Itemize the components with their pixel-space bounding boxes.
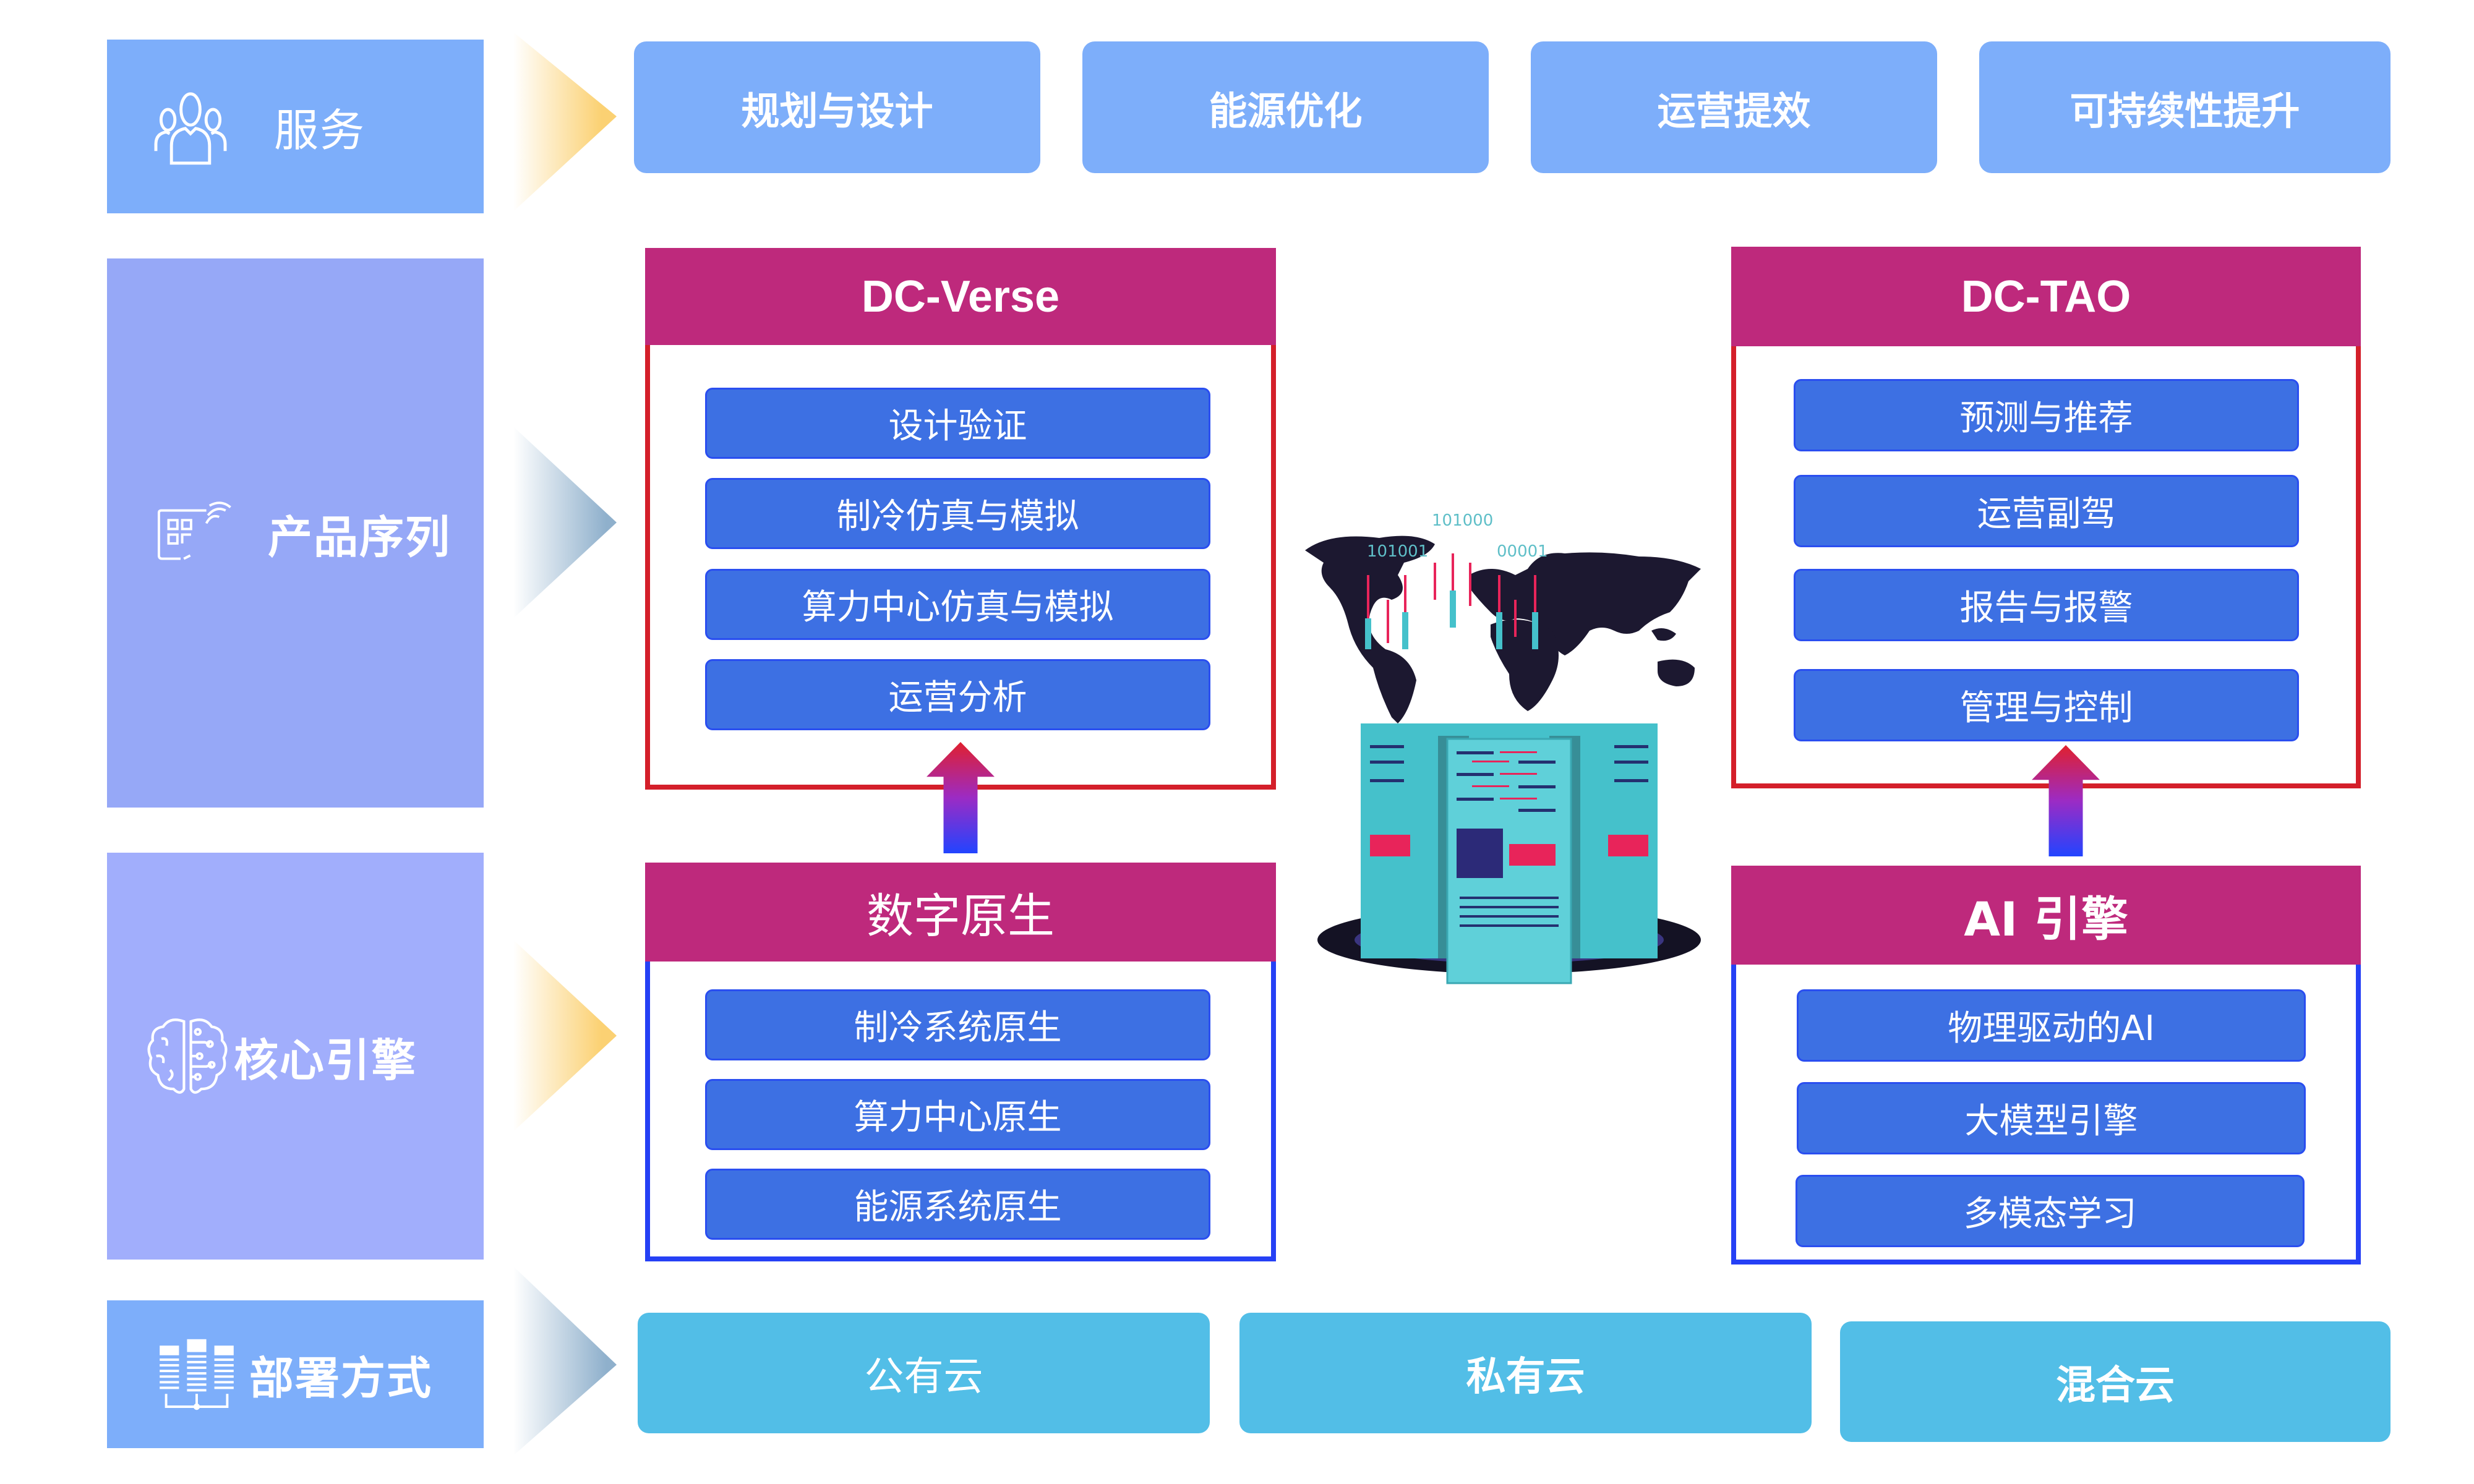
service-card-planning[interactable]: 规划与设计 xyxy=(634,41,1040,173)
service-card-label: 可持续性提升 xyxy=(2070,88,2300,134)
item-label: 算力中心原生 xyxy=(854,1098,1062,1138)
datacenter-world-illustration: 101000 101001 00001 xyxy=(1305,507,1738,1002)
deploy-card-hybrid-cloud[interactable]: 混合云 xyxy=(1840,1321,2391,1442)
item-label: 报告与报警 xyxy=(1959,588,2133,628)
category-deploy-label: 部署方式 xyxy=(249,1352,433,1404)
product-grid-icon xyxy=(150,487,243,579)
item-label: 大模型引擎 xyxy=(1964,1101,2138,1141)
service-card-sustainability[interactable]: 可持续性提升 xyxy=(1979,41,2391,173)
panel-title-text: DC-Verse xyxy=(861,271,1060,322)
up-arrow-icon xyxy=(927,742,995,853)
deploy-card-label: 公有云 xyxy=(864,1354,983,1400)
panel-ai-engine-title: AI 引擎 xyxy=(1731,866,2361,965)
engine-item[interactable]: 能源系统原生 xyxy=(705,1169,1210,1240)
deploy-card-label: 私有云 xyxy=(1466,1354,1585,1400)
item-label: 制冷系统原生 xyxy=(854,1008,1062,1048)
item-label: 算力中心仿真与模拟 xyxy=(802,587,1114,628)
product-item[interactable]: 运营副驾 xyxy=(1794,475,2299,547)
product-item[interactable]: 制冷仿真与模拟 xyxy=(705,478,1210,549)
panel-title-text: DC-TAO xyxy=(1961,271,2131,322)
server-network-icon xyxy=(150,1328,243,1421)
server-rack-icon xyxy=(1361,723,1658,984)
item-label: 多模态学习 xyxy=(1963,1194,2137,1234)
item-label: 设计验证 xyxy=(888,406,1027,446)
service-card-label: 运营提效 xyxy=(1657,88,1811,134)
item-label: 物理驱动的AI xyxy=(1948,1009,2155,1049)
category-core-label: 核心引擎 xyxy=(234,1034,417,1086)
product-item[interactable]: 管理与控制 xyxy=(1794,669,2299,741)
service-card-label: 能源优化 xyxy=(1209,88,1363,134)
category-product-label: 产品序列 xyxy=(268,511,452,563)
service-card-operations[interactable]: 运营提效 xyxy=(1531,41,1937,173)
engine-item[interactable]: 大模型引擎 xyxy=(1797,1082,2306,1154)
panel-dc-verse-title: DC-Verse xyxy=(645,248,1276,345)
product-item[interactable]: 算力中心仿真与模拟 xyxy=(705,569,1210,640)
deploy-card-private-cloud[interactable]: 私有云 xyxy=(1239,1313,1812,1433)
panel-title-text: 数字原生 xyxy=(867,889,1055,944)
brain-circuit-icon xyxy=(141,1010,234,1102)
panel-digital-native-title: 数字原生 xyxy=(645,863,1276,962)
item-label: 运营副驾 xyxy=(1977,494,2116,534)
item-label: 预测与推荐 xyxy=(1959,398,2133,438)
panel-title-text: AI 引擎 xyxy=(1964,892,2128,947)
item-label: 能源系统原生 xyxy=(854,1187,1062,1227)
chevron-deploy-icon xyxy=(513,1266,617,1456)
binary-label: 101001 xyxy=(1367,542,1428,561)
chevron-core-icon xyxy=(513,940,617,1132)
category-product: 产品序列 xyxy=(107,258,484,808)
deploy-card-public-cloud[interactable]: 公有云 xyxy=(638,1313,1210,1433)
product-item[interactable]: 预测与推荐 xyxy=(1794,379,2299,451)
chevron-product-icon xyxy=(513,427,617,618)
engine-item[interactable]: 物理驱动的AI xyxy=(1797,989,2306,1062)
product-item[interactable]: 运营分析 xyxy=(705,659,1210,730)
service-card-label: 规划与设计 xyxy=(741,88,933,134)
category-service-label: 服务 xyxy=(274,104,366,156)
panel-dc-tao-title: DC-TAO xyxy=(1731,247,2361,346)
binary-label: 101000 xyxy=(1432,511,1493,530)
item-label: 管理与控制 xyxy=(1959,688,2133,728)
product-item[interactable]: 设计验证 xyxy=(705,388,1210,459)
chevron-service-icon xyxy=(513,32,617,211)
category-core: 核心引擎 xyxy=(107,853,484,1260)
up-arrow-icon xyxy=(2032,745,2100,856)
engine-item[interactable]: 算力中心原生 xyxy=(705,1079,1210,1150)
engine-item[interactable]: 多模态学习 xyxy=(1796,1175,2305,1247)
product-item[interactable]: 报告与报警 xyxy=(1794,569,2299,641)
item-label: 制冷仿真与模拟 xyxy=(836,497,1079,537)
category-service: 服务 xyxy=(107,40,484,213)
deploy-card-label: 混合云 xyxy=(2056,1362,2175,1409)
users-icon xyxy=(144,80,237,173)
service-card-energy[interactable]: 能源优化 xyxy=(1082,41,1489,173)
category-deploy: 部署方式 xyxy=(107,1300,484,1448)
item-label: 运营分析 xyxy=(888,678,1027,718)
world-map-icon xyxy=(1305,535,1701,723)
data-bars xyxy=(1365,553,1538,649)
engine-item[interactable]: 制冷系统原生 xyxy=(705,989,1210,1060)
binary-label: 00001 xyxy=(1497,542,1548,561)
